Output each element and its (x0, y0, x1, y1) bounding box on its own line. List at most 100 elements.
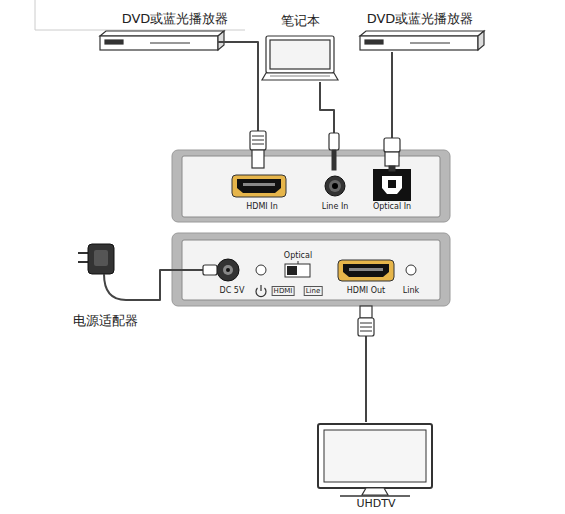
dvd-player (100, 31, 224, 36)
hdmi-plug (360, 323, 372, 324)
output-panel (172, 233, 450, 306)
dvd-player (105, 40, 123, 44)
hdmi-plug (252, 140, 264, 141)
audio-plug (329, 133, 339, 170)
input-panel (332, 183, 338, 189)
page-frame (35, 0, 245, 30)
power-adapter (94, 250, 108, 266)
laptop (270, 40, 330, 69)
output-panel (223, 265, 233, 275)
dvd-player (218, 31, 224, 50)
hdmi-plug (252, 144, 264, 145)
input-panel (237, 179, 281, 193)
laptop: 笔记本 (262, 14, 338, 82)
output-panel (349, 268, 383, 271)
uhd-tv (318, 424, 432, 488)
output-panel (343, 264, 389, 277)
uhd-tv (362, 488, 388, 495)
dc-plug (172, 265, 217, 275)
input-panel (325, 176, 345, 196)
hdmi-plug (250, 131, 266, 168)
device-label: DVD或蓝光播放器 (122, 12, 229, 27)
dvd-player (360, 36, 478, 50)
audio-plug (332, 150, 336, 170)
device-label: UHDTV (356, 498, 395, 511)
optical-plug (384, 138, 400, 171)
input-panel (232, 175, 286, 197)
optical-plug (384, 138, 400, 152)
uhd-tv: UHDTV (316, 422, 436, 512)
output-panel (287, 266, 297, 275)
dvd-player (218, 41, 250, 43)
dvd-player: DVD或蓝光播放器 (358, 12, 482, 52)
dvd-player (100, 31, 250, 50)
output-panel (182, 240, 440, 300)
laptop (262, 36, 338, 80)
dc-plug (172, 269, 205, 271)
port-label: Line In (322, 202, 349, 211)
laptop (270, 76, 330, 77)
input-panel (382, 176, 402, 194)
dvd-player (360, 31, 484, 36)
dc-plug (203, 265, 217, 275)
input-panel (182, 156, 440, 217)
output-panel (260, 285, 261, 291)
input-panel (329, 180, 341, 192)
input-panel (243, 183, 275, 186)
port-label: Link (403, 286, 419, 295)
port-label: HDMI (272, 286, 295, 296)
output-panel (285, 264, 310, 277)
output-panel (172, 233, 450, 306)
dvd-player (360, 31, 484, 50)
output-panel (217, 259, 239, 281)
port-label: Optical (284, 251, 312, 260)
hdmi-plug (358, 318, 374, 336)
page-frame (35, 30, 245, 31)
cable (391, 52, 393, 150)
device-label: DVD或蓝光播放器 (367, 12, 474, 27)
hdmi-plug (252, 136, 264, 137)
output-panel (406, 265, 416, 275)
optical-plug (389, 166, 395, 171)
hdmi-plug (360, 306, 372, 318)
power-adapter (78, 244, 144, 300)
page-frame (35, 0, 36, 30)
audio-plug (329, 133, 339, 150)
input-panel (388, 180, 396, 188)
power-adapter: 电源适配器 (66, 236, 144, 332)
laptop (262, 73, 338, 80)
port-label: DC 5V (220, 286, 245, 295)
hdmi-plug (358, 306, 374, 336)
hdmi-plug (360, 331, 372, 332)
dvd-player (100, 36, 218, 50)
output-panel (338, 260, 394, 281)
power-adapter (88, 244, 114, 274)
port-label: HDMI Out (347, 286, 385, 295)
dvd-player: DVD或蓝光播放器 (100, 12, 250, 52)
port-label: Line (304, 286, 323, 296)
input-panel (172, 150, 450, 222)
dvd-player (150, 42, 190, 43)
power-adapter (78, 252, 88, 254)
laptop (266, 36, 334, 73)
port-label: Optical In (373, 202, 411, 211)
output-panel: Optical DC 5V HDMI Line HDMI Out Link (172, 233, 450, 306)
power-adapter (104, 274, 144, 300)
output-panel (226, 268, 230, 272)
cable (144, 270, 172, 300)
dvd-player (365, 40, 383, 44)
hdmi-plug (250, 131, 266, 150)
hdmi-plug (360, 327, 372, 328)
uhd-tv (340, 495, 410, 497)
uhd-tv (324, 430, 426, 482)
output-panel (256, 265, 266, 275)
device-label: 笔记本 (281, 14, 320, 29)
uhd-tv (318, 424, 432, 496)
dvd-player (478, 31, 484, 50)
input-panel (373, 169, 411, 201)
dvd-player (410, 42, 450, 43)
output-panel (298, 261, 299, 264)
